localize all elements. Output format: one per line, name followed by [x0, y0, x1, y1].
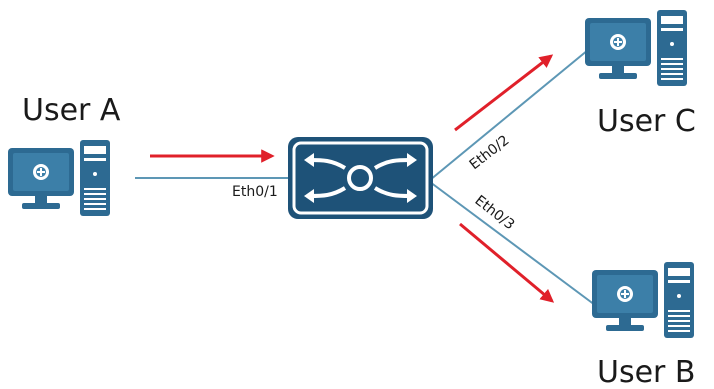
user-c-label: User C	[597, 104, 696, 139]
port-label-eth0-3: Eth0/3	[472, 193, 518, 234]
flow-arrow-switch-to-c	[454, 54, 554, 132]
user-b-computer-icon	[592, 262, 694, 338]
user-a-label: User A	[22, 93, 121, 128]
user-c-computer-icon	[585, 10, 687, 86]
user-a-computer-icon	[8, 140, 110, 216]
user-b-label: User B	[597, 355, 696, 389]
port-label-eth0-1: Eth0/1	[232, 184, 278, 200]
port-label-eth0-2: Eth0/2	[467, 132, 513, 173]
link-switch-b	[429, 181, 596, 306]
link-switch-c	[429, 49, 589, 181]
switch-icon	[288, 137, 433, 219]
flow-arrow-switch-to-b	[459, 222, 555, 303]
